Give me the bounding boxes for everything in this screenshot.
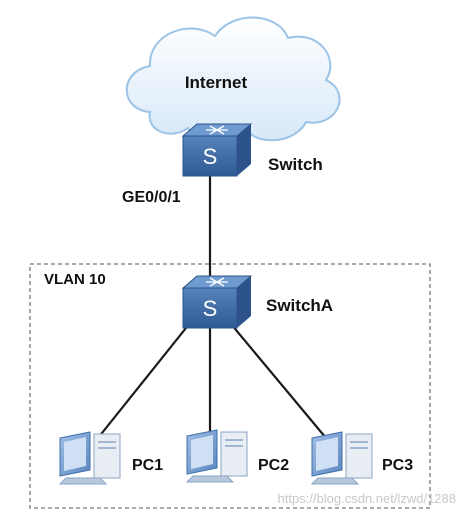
cloud-label: Internet <box>185 73 248 92</box>
pc3-icon <box>310 431 373 485</box>
vlan-boundary <box>29 263 431 509</box>
pc2-label: PC2 <box>258 457 289 474</box>
core-switch-letter: S <box>203 144 218 169</box>
vlan-label: VLAN 10 <box>44 271 106 288</box>
pc3-label: PC3 <box>382 457 413 474</box>
access-switch-letter: S <box>203 296 218 321</box>
access-switch-icon: S <box>181 275 253 329</box>
link-pc3 <box>225 317 327 439</box>
watermark: https://blog.csdn.net/lzwd/1288 <box>277 491 456 506</box>
link-pc1 <box>97 317 195 439</box>
pc1-icon <box>58 431 121 485</box>
core-switch-icon: S <box>181 123 253 177</box>
uplink-port-label: GE0/0/1 <box>122 189 181 206</box>
pc2-icon <box>185 429 248 483</box>
pc1-label: PC1 <box>132 457 163 474</box>
access-switch-label: SwitchA <box>266 296 333 315</box>
links <box>97 172 327 439</box>
core-switch-label: Switch <box>268 155 323 174</box>
